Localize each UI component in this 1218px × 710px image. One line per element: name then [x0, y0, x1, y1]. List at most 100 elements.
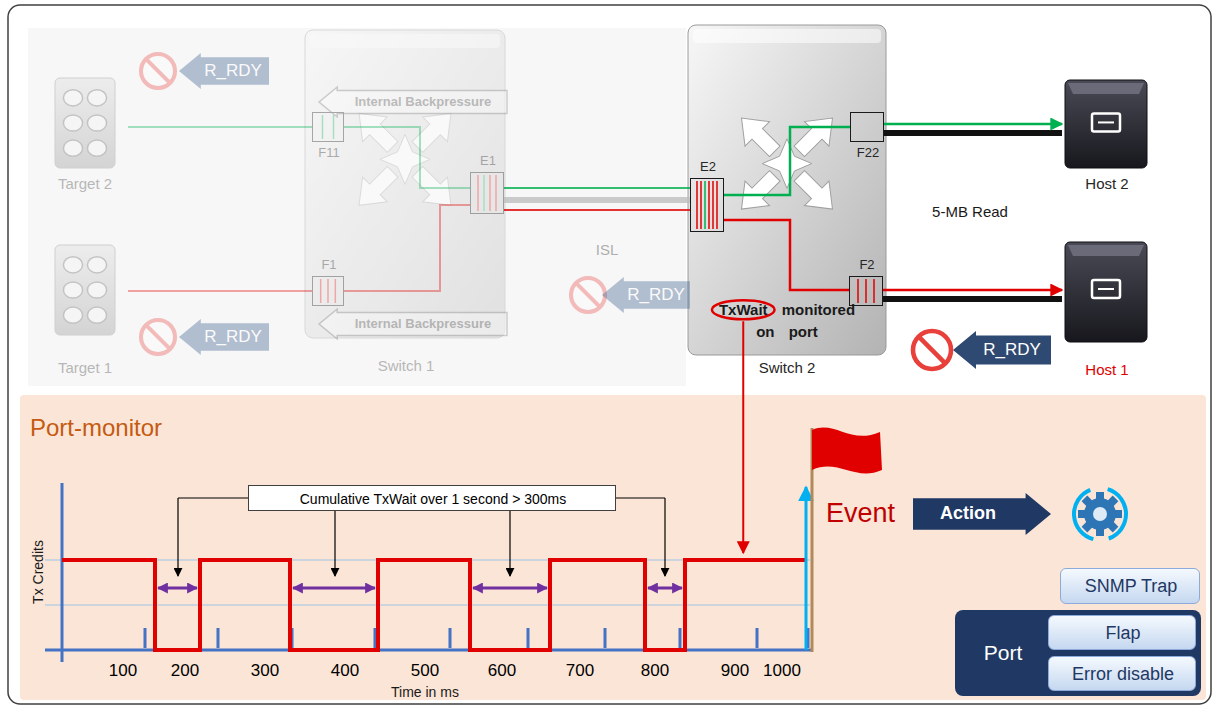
label-holder: 300 — [241, 661, 289, 681]
fc-switch: TxWait monitored on portSwitch 2E2F22F2 — [688, 25, 886, 383]
switch-port: F1 — [312, 276, 344, 306]
switch-logo-arrow — [347, 159, 405, 217]
disk — [87, 115, 106, 131]
backpressure-arrow-text: Internal Backpressure — [355, 316, 492, 332]
host-server-text: Host 2 — [1085, 175, 1128, 193]
connector-line — [128, 126, 312, 128]
r-rdy-arrow-text: R_RDY — [983, 340, 1041, 360]
tick-mark — [756, 628, 759, 648]
port-lane — [708, 181, 710, 229]
tick-label: 400 — [331, 661, 359, 681]
switch-logo-star — [380, 134, 430, 184]
host-server: Host 1 — [1062, 238, 1152, 380]
prohibition-sign — [571, 278, 605, 312]
connector-line — [504, 197, 690, 203]
storage-body — [55, 78, 115, 168]
text-holder: Port — [961, 635, 1045, 671]
gear-hub — [1093, 507, 1107, 521]
action-arrow: Action — [912, 492, 1052, 536]
text-holder: TxWait monitored on port — [706, 298, 868, 344]
disk — [87, 307, 106, 323]
r-rdy-arrow: R_RDY — [178, 318, 270, 356]
txwait-span — [473, 587, 547, 590]
text-holder: Internal Backpressure — [342, 308, 504, 340]
switch-port: F2 — [849, 276, 883, 306]
server-top — [1068, 83, 1144, 94]
storage-body — [55, 245, 115, 335]
backpressure-arrow-text: Internal Backpressure — [355, 94, 492, 110]
switch-port-text: F22 — [857, 145, 879, 161]
disk — [87, 90, 106, 106]
arrow-outline — [319, 87, 507, 117]
action-button: Flap — [1048, 615, 1196, 650]
port-lane — [700, 181, 702, 229]
cycle-arrow — [1107, 487, 1128, 540]
port-monitor-panel-text: Port-monitor — [30, 414, 162, 443]
r-rdy-arrow-text: R_RDY — [204, 61, 262, 81]
switch-bevel — [693, 29, 881, 43]
monitor-leader — [742, 321, 744, 553]
frame — [8, 5, 1211, 704]
switch-port-text: F1 — [321, 257, 336, 273]
fc-switch: Switch 1Internal BackpressureF11E1F1Inte… — [300, 28, 512, 378]
text-holder: F1 — [303, 257, 355, 273]
action-button-text: Error disable — [1072, 664, 1174, 686]
host-server-text: Host 1 — [1085, 361, 1128, 379]
server-slot-line — [1098, 121, 1114, 123]
arrow-outline — [319, 309, 507, 339]
disk — [63, 282, 82, 298]
connector — [344, 127, 470, 188]
txwait-span — [648, 587, 682, 590]
action-button-text: Flap — [1105, 623, 1140, 645]
backpressure-arrow: Internal Backpressure — [318, 86, 508, 118]
port-lane — [489, 175, 491, 211]
fc-switch-text: TxWait monitored on port — [706, 299, 868, 343]
y-axis — [61, 483, 64, 662]
port-lane — [716, 181, 718, 229]
tick-mark — [679, 628, 682, 648]
connector-line — [884, 123, 1062, 126]
port-action-group: Port FlapError disable — [955, 610, 1201, 696]
tx-credit-trace — [62, 560, 805, 650]
action-button: Error disable — [1048, 656, 1196, 691]
text-holder: R_RDY — [976, 330, 1048, 370]
connector — [504, 188, 690, 210]
connector-line — [724, 127, 850, 195]
panel-fill — [20, 395, 1206, 700]
tick-label: 900 — [721, 661, 749, 681]
tick-mark — [527, 628, 530, 648]
connector — [883, 290, 1062, 299]
r-rdy-arrow-text: R_RDY — [204, 327, 262, 347]
flow-line — [504, 187, 690, 189]
text-holder: Cumulative TxWait over 1 second > 300ms — [249, 486, 617, 512]
disk — [63, 307, 82, 323]
tick-label: 600 — [488, 661, 516, 681]
text-holder: Action — [918, 492, 1018, 536]
connector-line — [128, 290, 312, 292]
label-holder: 600 — [478, 661, 526, 681]
port-lane — [857, 279, 859, 303]
connector — [884, 124, 1062, 133]
prohibition-slash — [146, 325, 170, 349]
flow-line — [504, 209, 690, 211]
text-holder: F22 — [843, 145, 893, 161]
prohibition-sign — [141, 54, 175, 88]
label-holder: 100 — [99, 661, 147, 681]
arrow-outline — [179, 53, 269, 89]
port-lane — [333, 115, 335, 139]
callout-pointer — [664, 498, 665, 576]
label-holder: 5-MB Read — [912, 202, 1028, 222]
port-lane — [873, 279, 875, 303]
port-monitor-panel: Port-monitorCumulative TxWait over 1 sec… — [20, 395, 1206, 700]
tick-mark — [449, 628, 452, 648]
port-lane — [712, 181, 714, 229]
cycle-arrow — [1072, 488, 1094, 541]
switch-logo-star — [762, 139, 812, 189]
callout-box-text: Cumulative TxWait over 1 second > 300ms — [300, 491, 567, 508]
link-label: ISL — [596, 241, 619, 259]
label-holder: 800 — [631, 661, 679, 681]
text-holder: R_RDY — [623, 276, 689, 314]
prohibition-slash — [576, 283, 600, 307]
tick-label: 100 — [109, 661, 137, 681]
label-holder: Tx Credits — [29, 527, 47, 617]
